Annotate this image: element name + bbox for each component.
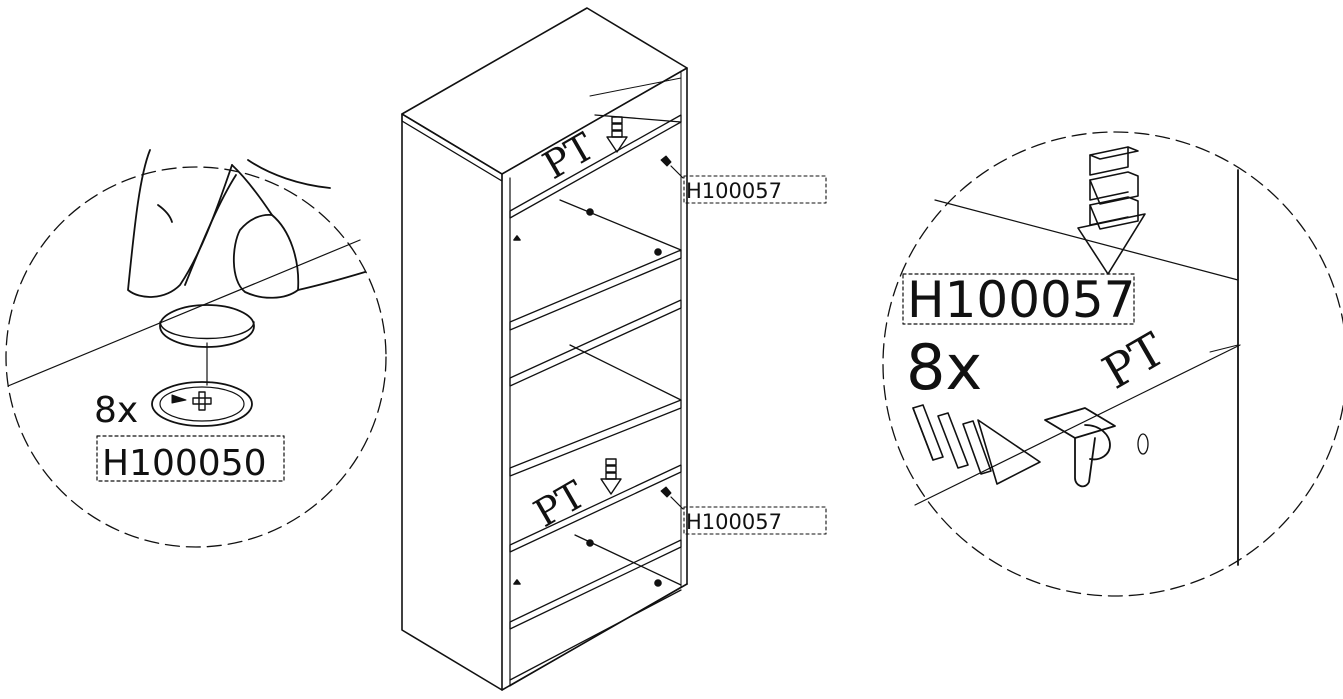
left-detail-view: 8x H100050 <box>5 149 387 548</box>
down-arrow-icon <box>606 116 628 153</box>
right-detail-view: H100057 8x PT <box>882 131 1343 597</box>
right-qty-label: 8x <box>906 331 982 404</box>
shelf-pin-icon <box>660 486 684 510</box>
shelf-pin-icon <box>1044 407 1116 488</box>
shelf-pin-icon <box>660 155 684 179</box>
shelf-lines <box>509 114 682 681</box>
right-code-label: H100057 <box>907 271 1135 329</box>
down-arrow-icon <box>912 404 1041 485</box>
detail-pt-mark: PT <box>1094 322 1175 400</box>
down-arrow-icon <box>1077 146 1146 275</box>
bookcase-drawing: PT PT H100057 H100057 <box>401 7 827 691</box>
bottom-pt-mark: PT <box>527 472 593 536</box>
top-pt-mark: PT <box>536 124 602 188</box>
down-arrow-icon <box>600 458 622 495</box>
cover-cap-icon <box>159 304 255 348</box>
cam-lock-icon <box>151 381 253 427</box>
finger-hand-icon <box>127 149 366 299</box>
bottom-right-code-label: H100057 <box>686 510 782 534</box>
left-qty-label: 8x <box>94 390 138 431</box>
top-right-code-label: H100057 <box>686 179 782 203</box>
left-code-label: H100050 <box>102 443 267 484</box>
